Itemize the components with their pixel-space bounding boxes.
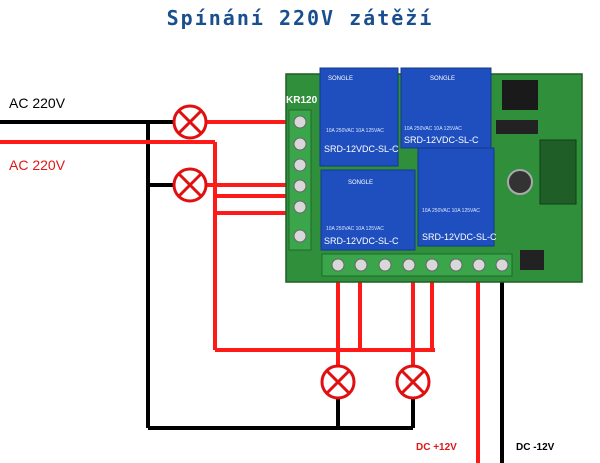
relay-body [417, 147, 495, 247]
terminal-block-left [288, 109, 312, 251]
lamp-3-icon [320, 364, 356, 400]
terminal-screw [293, 200, 307, 214]
relay-body [319, 67, 399, 167]
terminal-screw [354, 258, 368, 272]
terminal-screw [293, 158, 307, 172]
learn-button [520, 250, 544, 270]
relay-3: SONGLE 10A 250VAC 10A 125VAC SRD-12VDC-S… [320, 169, 416, 251]
page-title: Spínání 220V zátěží [166, 6, 434, 30]
relay-4: 10A 250VAC 10A 125VAC SRD-12VDC-SL-C [417, 147, 497, 247]
relay-brand: SONGLE [348, 180, 373, 186]
terminal-screw [293, 179, 307, 193]
live-wires [0, 120, 480, 463]
relay-body [320, 169, 416, 251]
lamp-1-icon [172, 104, 208, 140]
terminal-block-bottom [321, 253, 513, 277]
relay-2: SONGLE 10A 250VAC 10A 125VAC SRD-12VDC-S… [400, 67, 492, 149]
dc-minus-label: DC -12V [516, 442, 555, 453]
receiver-module [502, 80, 538, 110]
terminal-screw [425, 258, 439, 272]
dc-plus-label: DC +12V [416, 442, 457, 453]
relay-model: SRD-12VDC-SL-C [404, 135, 479, 145]
terminal-screw [293, 137, 307, 151]
relay-rating: 10A 250VAC 10A 125VAC [326, 128, 384, 134]
lamps [172, 104, 431, 400]
relay-rating: 10A 250VAC 10A 125VAC [422, 208, 480, 214]
relay-brand: SONGLE [430, 76, 455, 82]
terminal-screw [293, 115, 307, 129]
terminal-screw [449, 258, 463, 272]
terminal-screw [495, 258, 509, 272]
ac-bottom-label: AC 220V [9, 157, 66, 173]
relay-model: SRD-12VDC-SL-C [422, 232, 497, 242]
capacitor [507, 169, 533, 195]
relay-rating: 10A 250VAC 10A 125VAC [404, 126, 462, 132]
terminal-screw [293, 229, 307, 243]
lamp-4-icon [395, 364, 431, 400]
relay-body [400, 67, 492, 149]
relay-model: SRD-12VDC-SL-C [324, 236, 399, 246]
ic-chip [496, 120, 538, 134]
terminal-screw [331, 258, 345, 272]
board-code-label: KR120 [286, 95, 318, 106]
relay-rating: 10A 250VAC 10A 125VAC [326, 226, 384, 232]
terminal-screw [402, 258, 416, 272]
rf-module [539, 139, 577, 205]
terminal-screw [472, 258, 486, 272]
relay-1: SONGLE 10A 250VAC 10A 125VAC SRD-12VDC-S… [319, 67, 399, 167]
relay-brand: SONGLE [328, 76, 353, 82]
relay-model: SRD-12VDC-SL-C [324, 144, 399, 154]
relay-board: SONGLE 10A 250VAC 10A 125VAC SRD-12VDC-S… [285, 67, 583, 283]
lamp-2-icon [172, 167, 208, 203]
ac-top-label: AC 220V [9, 95, 66, 111]
terminal-housing [321, 253, 513, 277]
terminal-screw [378, 258, 392, 272]
